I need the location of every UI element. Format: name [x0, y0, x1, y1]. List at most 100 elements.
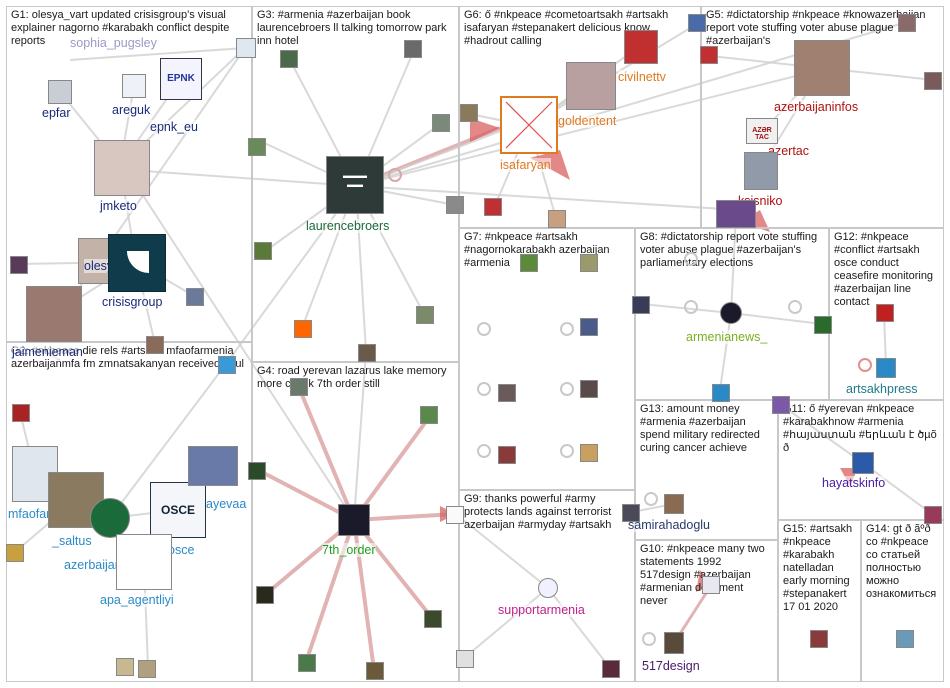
node-minor[interactable]	[632, 296, 650, 314]
node-minor[interactable]	[924, 506, 942, 524]
label-samirahadoglu[interactable]: samirahadoglu	[628, 518, 710, 532]
label-isafaryan[interactable]: isafaryan	[500, 158, 551, 172]
node-minor[interactable]	[358, 344, 376, 362]
node-517design[interactable]	[664, 632, 684, 654]
node-minor[interactable]	[702, 576, 720, 594]
node-minor[interactable]	[416, 306, 434, 324]
node-laurencebroers[interactable]: ▬▬▬▬▬	[326, 156, 384, 214]
node-minor[interactable]	[298, 654, 316, 672]
node-minor[interactable]	[602, 660, 620, 678]
label-azertac[interactable]: azertac	[768, 144, 809, 158]
node-minor[interactable]	[810, 630, 828, 648]
node-minor[interactable]	[248, 138, 266, 156]
node-minor[interactable]	[280, 50, 298, 68]
node-ksisniko[interactable]	[744, 152, 778, 190]
node-minor[interactable]	[580, 380, 598, 398]
node-minor[interactable]	[446, 506, 464, 524]
node-armenianews[interactable]	[720, 302, 742, 324]
node-minor[interactable]	[6, 544, 24, 562]
node-crisisgroup[interactable]	[108, 234, 166, 292]
node-minor[interactable]	[498, 446, 516, 464]
node-minor[interactable]	[898, 14, 916, 32]
node-jaimenieman[interactable]	[26, 286, 82, 342]
node-minor[interactable]	[484, 198, 502, 216]
node-minor[interactable]	[186, 288, 204, 306]
label-517design[interactable]: 517design	[642, 659, 700, 673]
node-minor[interactable]	[404, 40, 422, 58]
node-minor[interactable]	[366, 662, 384, 680]
node-areguk[interactable]	[122, 74, 146, 98]
node-minor[interactable]	[294, 320, 312, 338]
node-minor[interactable]	[254, 242, 272, 260]
node-azerbaijaninfos[interactable]	[794, 40, 850, 96]
label-saltus[interactable]: _saltus	[52, 534, 92, 548]
node-minor[interactable]	[460, 104, 478, 122]
node-minor[interactable]	[520, 254, 538, 272]
node-epnk-eu[interactable]: EPNK	[160, 58, 202, 100]
node-minor[interactable]	[424, 610, 442, 628]
node-epfar[interactable]	[48, 80, 72, 104]
label-apa-agentliyi[interactable]: apa_agentliyi	[100, 593, 174, 607]
node-minor[interactable]	[12, 404, 30, 422]
node-samirahadoglu[interactable]	[664, 494, 684, 514]
node-jmketo[interactable]	[94, 140, 150, 196]
node-minor[interactable]	[716, 200, 756, 228]
label-civilnettv[interactable]: civilnettv	[618, 70, 666, 84]
node-azerbaijanmfa[interactable]	[90, 498, 130, 538]
node-apa-agentliyi[interactable]	[116, 534, 172, 590]
label-armenianews[interactable]: armenianews_	[686, 330, 768, 344]
node-minor[interactable]	[580, 318, 598, 336]
node-ayevaa[interactable]	[188, 446, 238, 486]
node-minor[interactable]	[924, 72, 942, 90]
node-isafaryan[interactable]	[500, 96, 558, 154]
label-laurencebroers[interactable]: laurencebroers	[306, 219, 390, 233]
node-minor[interactable]	[896, 630, 914, 648]
label-crisisgroup[interactable]: crisisgroup	[102, 295, 163, 309]
label-supportarmenia[interactable]: supportarmenia	[498, 603, 585, 617]
label-epnk-eu[interactable]: epnk_eu	[150, 120, 198, 134]
label-jaimenieman[interactable]: jaimenieman	[12, 345, 83, 359]
label-osce[interactable]: osce	[168, 543, 195, 557]
node-minor[interactable]	[146, 336, 164, 354]
node-supportarmenia[interactable]	[538, 578, 558, 598]
node-minor[interactable]	[432, 114, 450, 132]
node-minor[interactable]	[688, 14, 706, 32]
node-minor[interactable]	[256, 586, 274, 604]
node-minor[interactable]	[580, 254, 598, 272]
label-jmketo[interactable]: jmketo	[100, 199, 137, 213]
node-azertac[interactable]: AZƏR TAC	[746, 118, 778, 144]
node-minor[interactable]	[814, 316, 832, 334]
node-minor[interactable]	[700, 46, 718, 64]
label-ayevaa[interactable]: ayevaa	[206, 497, 247, 511]
label-azerbaijaninfos[interactable]: azerbaijaninfos	[774, 100, 859, 114]
node-minor[interactable]	[712, 384, 730, 402]
node-minor[interactable]	[446, 196, 464, 214]
node-minor[interactable]	[138, 660, 156, 678]
node-minor[interactable]	[456, 650, 474, 668]
node-minor[interactable]	[622, 504, 640, 522]
label-goldentent[interactable]: goldentent	[558, 114, 617, 128]
label-epfar[interactable]: epfar	[42, 106, 71, 120]
node-7th-order[interactable]	[338, 504, 370, 536]
label-hayatskinfo[interactable]: hayatskinfo	[822, 476, 886, 490]
node-minor[interactable]	[876, 304, 894, 322]
node-hayatskinfo[interactable]	[852, 452, 874, 474]
node-minor[interactable]	[498, 384, 516, 402]
node-artsakhpress[interactable]	[876, 358, 896, 378]
node-minor[interactable]	[10, 256, 28, 274]
label-artsakhpress[interactable]: artsakhpress	[846, 382, 918, 396]
label-sophia-pugsley[interactable]: sophia_pugsley	[70, 36, 157, 50]
node-civilnettv[interactable]	[624, 30, 658, 64]
node-minor[interactable]	[290, 378, 308, 396]
node-minor[interactable]	[772, 396, 790, 414]
node-goldentent[interactable]	[566, 62, 616, 110]
node-minor[interactable]	[420, 406, 438, 424]
node-minor[interactable]	[548, 210, 566, 228]
label-7th-order[interactable]: 7th_order	[322, 543, 376, 557]
node-minor[interactable]	[248, 462, 266, 480]
node-minor[interactable]	[116, 658, 134, 676]
node-sophia-pugsley[interactable]	[236, 38, 256, 58]
label-areguk[interactable]: areguk	[112, 103, 151, 117]
node-osce[interactable]: OSCE	[150, 482, 206, 538]
node-minor[interactable]	[218, 356, 236, 374]
